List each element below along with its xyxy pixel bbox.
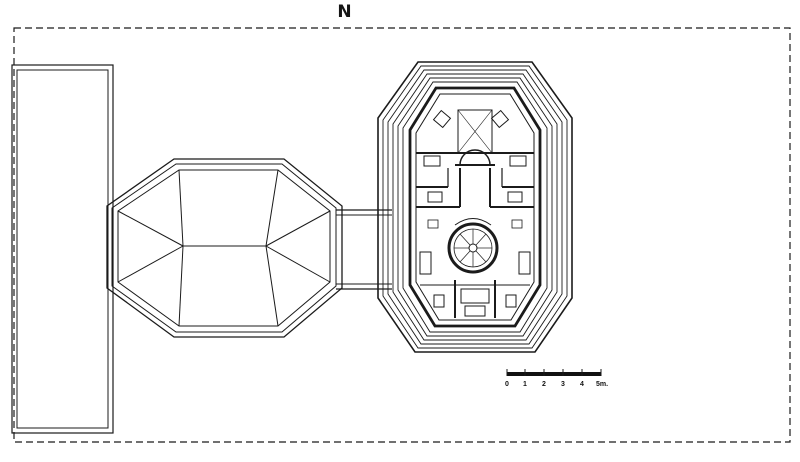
- scale-tick-label: 0: [505, 381, 509, 388]
- scale-tick-label: 5m.: [596, 381, 608, 388]
- scale-bar: 0 1 2 3 4 5m.: [505, 369, 608, 388]
- scale-tick-label: 2: [542, 381, 546, 388]
- scale-bar-fill: [507, 372, 601, 376]
- spiral-staircase: [447, 218, 499, 274]
- site-boundary: [13, 27, 791, 443]
- terrace-steps: [377, 61, 573, 353]
- outer-wall: [408, 86, 542, 328]
- connecting-bridge: [336, 209, 392, 290]
- north-label: N: [337, 2, 353, 22]
- scale-tick-label: 3: [561, 381, 565, 388]
- octagonal-pavilion-roof: [106, 158, 343, 338]
- main-building-plan: [377, 61, 573, 353]
- scale-tick-label: 1: [523, 381, 527, 388]
- scale-tick-label: 4: [580, 381, 584, 388]
- left-rectangle-block: [11, 64, 114, 434]
